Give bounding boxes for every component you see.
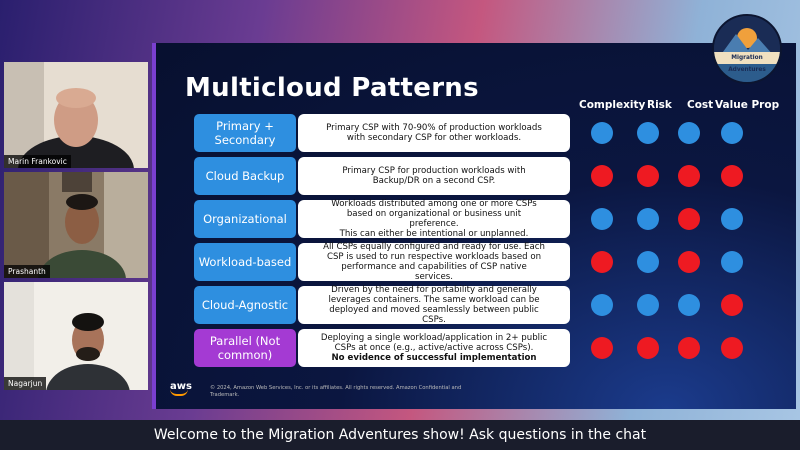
pattern-row: Parallel (Not common) Deploying a single …: [194, 329, 570, 367]
description-line: This can either be intentional or unplan…: [339, 229, 529, 239]
rating-dot-red: [678, 165, 700, 187]
rating-dot-blue: [591, 122, 613, 144]
pattern-description: Primary CSP for production workloads wit…: [298, 157, 570, 195]
rating-dot-red: [637, 165, 659, 187]
participant-name: Prashanth: [4, 265, 50, 278]
description-line: Primary CSP with 70-90% of production wo…: [326, 123, 542, 133]
description-line: performance and capabilities of CSP nati…: [341, 262, 527, 272]
rating-dot-red: [678, 251, 700, 273]
slide-title: Multicloud Patterns: [185, 73, 479, 103]
slide-accent-bar: [152, 43, 156, 409]
description-line: CSP is used to run respective workloads …: [326, 252, 542, 262]
description-line: Workloads distributed among one or more …: [331, 199, 537, 209]
pattern-description: Deploying a single workload/application …: [298, 329, 570, 367]
rating-dot-red: [637, 337, 659, 359]
rating-dot-blue: [637, 208, 659, 230]
description-line: preference.: [409, 219, 459, 229]
participant-video: [4, 62, 148, 168]
rating-dot-red: [591, 165, 613, 187]
description-bold-note: No evidence of successful implementation: [331, 353, 537, 363]
rating-dot-blue: [678, 294, 700, 316]
pattern-description: Primary CSP with 70-90% of production wo…: [298, 114, 570, 152]
description-line: Deploying a single workload/application …: [320, 333, 548, 343]
rating-dot-red: [591, 251, 613, 273]
rating-dot-blue: [678, 122, 700, 144]
rating-dot-blue: [591, 208, 613, 230]
pattern-description: Workloads distributed among one or more …: [298, 199, 570, 239]
participant-video: [4, 282, 148, 390]
description-line: Primary CSP for production workloads wit…: [342, 166, 526, 176]
show-logo: Migration Adventures: [712, 14, 782, 84]
pattern-row: Workload-based All CSPs equally configure…: [194, 242, 570, 282]
presentation-slide: Multicloud Patterns Complexity Risk Cost…: [152, 43, 796, 409]
rating-dot-red: [591, 337, 613, 359]
aws-logo-text: aws: [170, 381, 192, 392]
pattern-row: Organizational Workloads distributed amon…: [194, 199, 570, 239]
pattern-label: Organizational: [194, 200, 296, 238]
aws-logo: aws: [170, 381, 192, 396]
description-line: Backup/DR on a second CSP.: [372, 176, 496, 186]
pattern-label: Cloud-Agnostic: [194, 286, 296, 324]
column-header-risk: Risk: [647, 99, 672, 111]
description-line: services.: [415, 272, 453, 282]
pattern-label: Primary + Secondary: [194, 114, 296, 152]
pattern-row: Cloud Backup Primary CSP for production w…: [194, 157, 570, 195]
pattern-label: Workload-based: [194, 243, 296, 281]
participant-name: Marin Frankovic: [4, 155, 71, 168]
rating-dot-blue: [637, 251, 659, 273]
rating-dot-blue: [721, 122, 743, 144]
column-header-cost: Cost: [687, 99, 714, 111]
mountain-icon: [714, 16, 780, 82]
description-line: All CSPs equally configured and ready fo…: [323, 242, 545, 252]
rating-dot-blue: [637, 122, 659, 144]
rating-dot-red: [721, 165, 743, 187]
participant-tile-2: Prashanth: [4, 172, 148, 278]
caption-ticker: Welcome to the Migration Adventures show…: [0, 420, 800, 450]
rating-dot-red: [678, 337, 700, 359]
rating-dot-blue: [637, 294, 659, 316]
column-header-value-prop: Value Prop: [715, 99, 780, 111]
participant-tile-3: Nagarjun: [4, 282, 148, 390]
pattern-row: Cloud-Agnostic Driven by the need for por…: [194, 285, 570, 325]
description-line: Driven by the need for portability and g…: [331, 285, 537, 295]
column-header-complexity: Complexity: [579, 99, 646, 111]
rating-dot-blue: [721, 251, 743, 273]
description-line: CSPs.: [422, 315, 446, 325]
description-line: leverages containers. The same workload …: [328, 295, 540, 305]
description-line: based on organizational or business unit: [346, 209, 522, 219]
description-line: CSPs at once (e.g., active/active across…: [334, 343, 534, 353]
participant-video: [4, 172, 148, 278]
pattern-description: Driven by the need for portability and g…: [298, 285, 570, 325]
slide-footer: © 2024, Amazon Web Services, Inc. or its…: [210, 385, 462, 398]
rating-dot-red: [678, 208, 700, 230]
description-line: with secondary CSP for other workloads.: [346, 133, 522, 143]
pattern-description: All CSPs equally configured and ready fo…: [298, 242, 570, 282]
pattern-label: Cloud Backup: [194, 157, 296, 195]
show-logo-text: Migration Adventures: [714, 52, 780, 73]
rating-dot-red: [721, 337, 743, 359]
rating-dot-red: [721, 294, 743, 316]
description-line: deployed and moved seamlessly between pu…: [329, 305, 539, 315]
participant-name: Nagarjun: [4, 377, 47, 390]
pattern-row: Primary + Secondary Primary CSP with 70-9…: [194, 114, 570, 152]
rating-dot-blue: [591, 294, 613, 316]
rating-dot-blue: [721, 208, 743, 230]
pattern-label: Parallel (Not common): [194, 329, 296, 367]
aws-smile-icon: [170, 389, 188, 396]
participant-tile-1: Marin Frankovic: [4, 62, 148, 168]
